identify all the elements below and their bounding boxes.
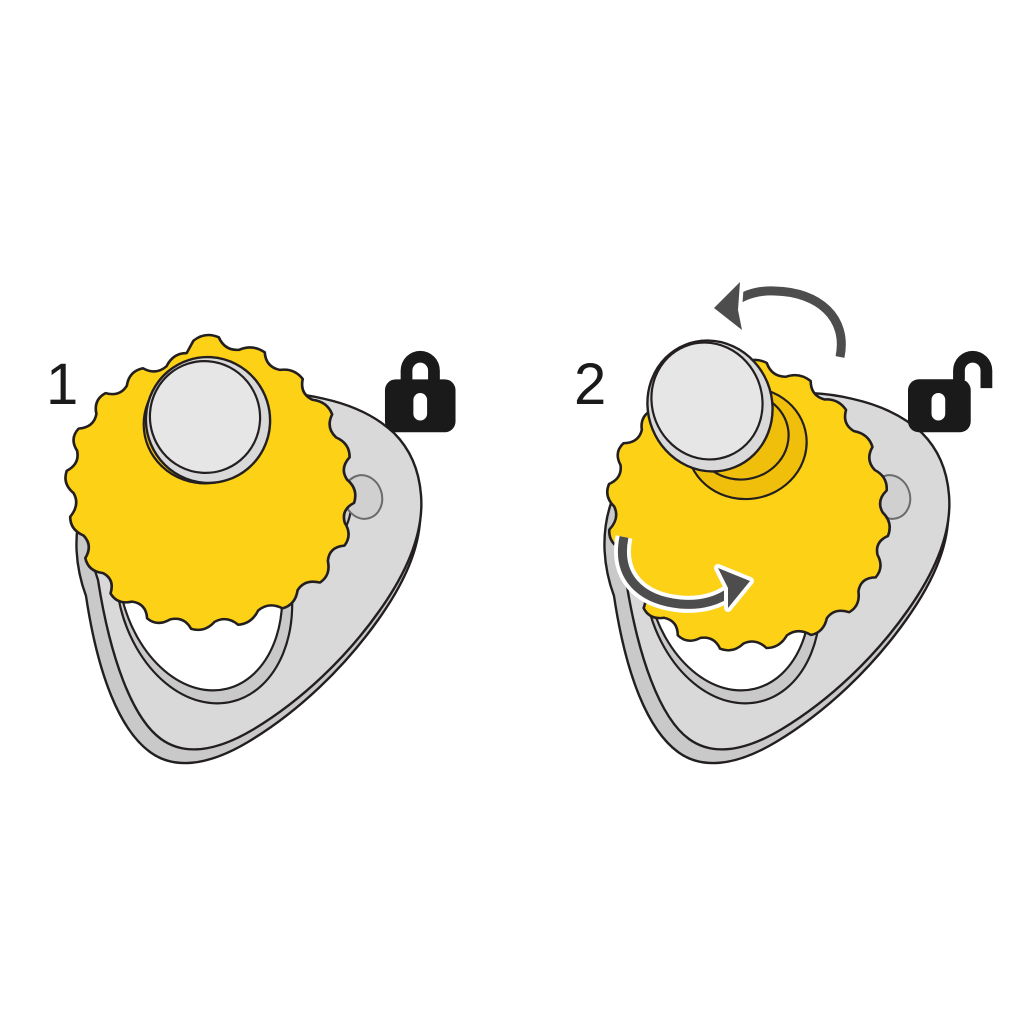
step-number-2: 2 [574,352,606,417]
arrow-rotate-top [710,278,850,359]
padlock-closed-icon [384,350,456,433]
step-number-1: 1 [46,352,78,417]
arrow-rotate-bottom [614,535,754,613]
panel-1: 1 [37,309,456,765]
metal-cap-disc [646,339,774,473]
padlock-open-icon [908,350,993,433]
panel-2: 2 [574,278,993,765]
metal-cap-disc [144,355,272,485]
